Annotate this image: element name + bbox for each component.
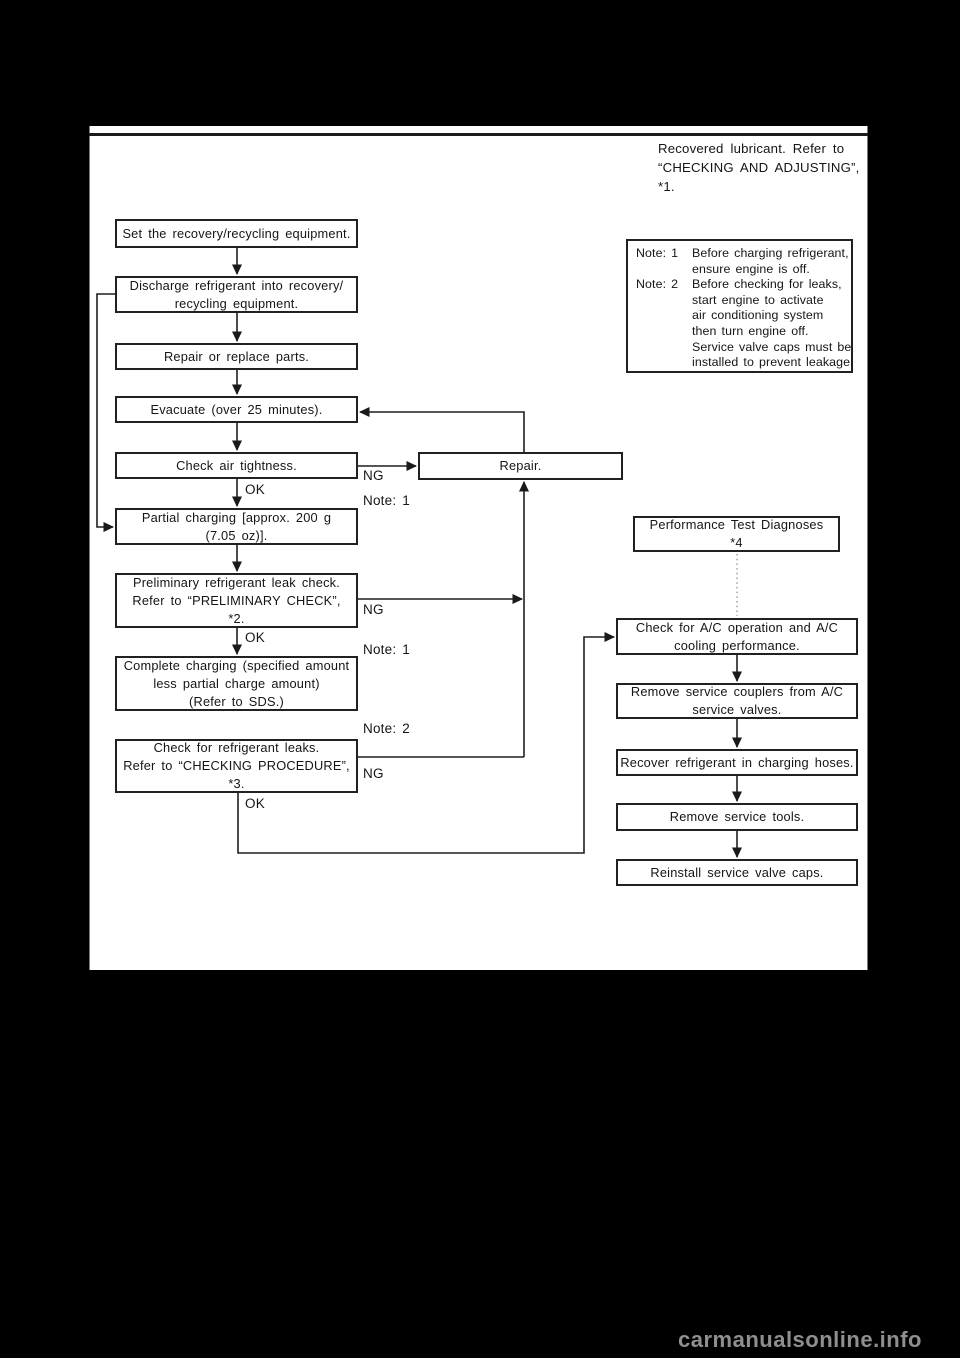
label-ok-air-tightness: OK xyxy=(245,482,265,497)
note-line: air conditioning system xyxy=(692,308,824,323)
flow-step-discharge-refrigerant: Discharge refrigerant into recovery/ rec… xyxy=(115,276,358,313)
top-rule xyxy=(89,133,868,136)
recovered-lubricant-note: Recovered lubricant. Refer to “CHECKING … xyxy=(658,141,860,194)
notes-box: Note: 1 Before charging refrigerant, ens… xyxy=(626,239,854,373)
label-ng-air-tightness: NG xyxy=(363,468,384,483)
flow-step-reinstall-caps: Reinstall service valve caps. xyxy=(616,859,858,886)
note-line: then turn engine off. xyxy=(692,323,809,338)
label-note1-air-tightness: Note: 1 xyxy=(363,493,410,508)
label-note1-preliminary-check: Note: 1 xyxy=(363,642,410,657)
note-line: ensure engine is off. xyxy=(692,261,810,276)
label-ok-refrigerant-leaks: OK xyxy=(245,796,265,811)
flow-step-partial-charging: Partial charging [approx. 200 g (7.05 oz… xyxy=(115,508,358,545)
flow-step-repair-replace: Repair or replace parts. xyxy=(115,343,358,370)
note-line: Note: 2 Before checking for leaks, xyxy=(636,277,842,292)
flow-step-remove-tools: Remove service tools. xyxy=(616,803,858,831)
flow-step-check-ac-operation: Check for A/C operation and A/C cooling … xyxy=(616,618,858,655)
note-line: start engine to activate xyxy=(692,292,824,307)
flow-step-complete-charging: Complete charging (specified amount less… xyxy=(115,656,358,711)
note-line: Note: 1 Before charging refrigerant, xyxy=(636,246,849,260)
note-line: Service valve caps must be xyxy=(692,339,852,354)
flow-step-preliminary-leak-check: Preliminary refrigerant leak check. Refe… xyxy=(115,573,358,628)
label-ok-preliminary-check: OK xyxy=(245,630,265,645)
flow-step-recover-refrigerant: Recover refrigerant in charging hoses. xyxy=(616,749,858,776)
flow-step-remove-couplers: Remove service couplers from A/C service… xyxy=(616,683,858,719)
label-ng-preliminary-check: NG xyxy=(363,602,384,617)
flow-step-check-refrigerant-leaks: Check for refrigerant leaks. Refer to “C… xyxy=(115,739,358,793)
label-ng-refrigerant-leaks: NG xyxy=(363,766,384,781)
flow-step-repair: Repair. xyxy=(418,452,623,480)
watermark-text: carmanualsonline.info xyxy=(678,1327,922,1352)
label-note2-complete-charging: Note: 2 xyxy=(363,721,410,736)
note-line: installed to prevent leakage. xyxy=(692,355,854,370)
flow-step-performance-test: Performance Test Diagnoses *4 xyxy=(633,516,840,552)
flow-step-evacuate: Evacuate (over 25 minutes). xyxy=(115,396,358,423)
flow-step-set-equipment: Set the recovery/recycling equipment. xyxy=(115,219,358,248)
flow-step-check-air-tightness: Check air tightness. xyxy=(115,452,358,479)
